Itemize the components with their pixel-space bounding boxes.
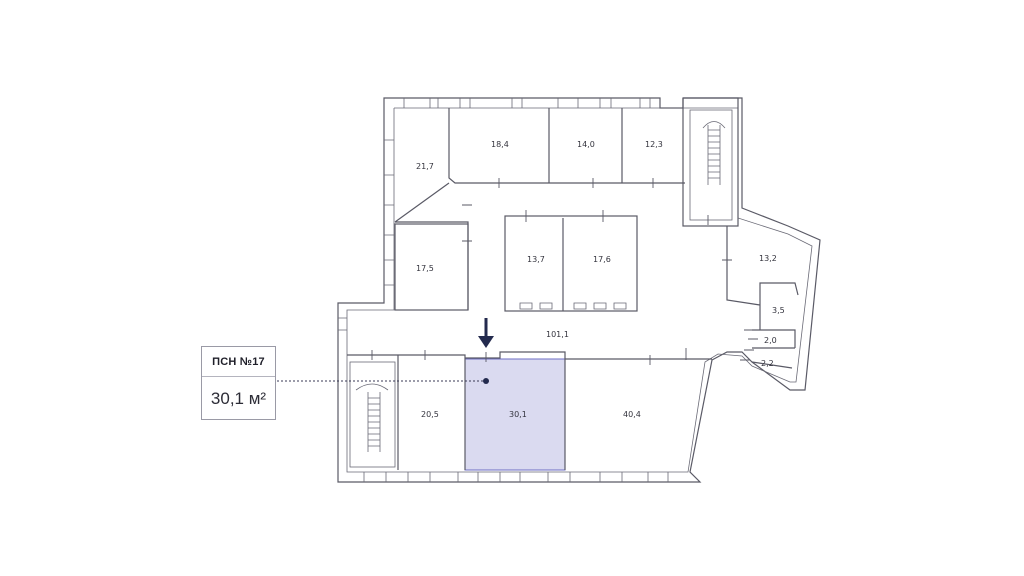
room-label-14-0: 14,0 [577, 140, 595, 149]
room-label-30-1[interactable]: 30,1 [509, 410, 527, 419]
selected-unit-highlight[interactable] [464, 358, 566, 471]
room-17-5-walls [394, 223, 469, 311]
room-label-18-4: 18,4 [491, 140, 509, 149]
central-block-walls [504, 215, 638, 312]
room-label-21-7: 21,7 [416, 162, 434, 171]
room-label-40-4: 40,4 [623, 410, 641, 419]
unit-area: 30,1 м² [210, 388, 267, 408]
room-label-12-3: 12,3 [645, 140, 663, 149]
unit-title: ПСН №17 [202, 347, 275, 377]
door-marks [371, 178, 758, 365]
room-label-20-5: 20,5 [421, 410, 439, 419]
outer-wall [337, 97, 821, 483]
staircase-top-right [682, 97, 739, 227]
right-rooms-walls [726, 226, 799, 369]
top-rooms-walls [394, 108, 685, 310]
unit-callout-box[interactable]: ПСН №17 30,1 м² [201, 346, 276, 420]
lower-band-walls [347, 351, 712, 470]
central-windows [519, 302, 627, 310]
room-label-2-2: 2,2 [761, 359, 774, 368]
room-label-3-5: 3,5 [772, 306, 785, 315]
room-label-101-1: 101,1 [546, 330, 569, 339]
staircase-top-inner [689, 109, 733, 221]
bottom-window-marks [363, 472, 669, 482]
room-label-2-0: 2,0 [764, 336, 777, 345]
room-label-13-7: 13,7 [527, 255, 545, 264]
inner-wall [346, 107, 813, 473]
pointer-arrow [478, 318, 494, 348]
leader-dot [483, 378, 489, 384]
stair-steps-top [702, 121, 726, 185]
room-label-13-2: 13,2 [759, 254, 777, 263]
room-label-17-6: 17,6 [593, 255, 611, 264]
left-window-marks [338, 139, 394, 331]
room-label-17-5: 17,5 [416, 264, 434, 273]
staircase-bottom-left [349, 361, 396, 468]
stair-steps-bottom [355, 383, 389, 452]
top-window-marks [403, 98, 651, 108]
